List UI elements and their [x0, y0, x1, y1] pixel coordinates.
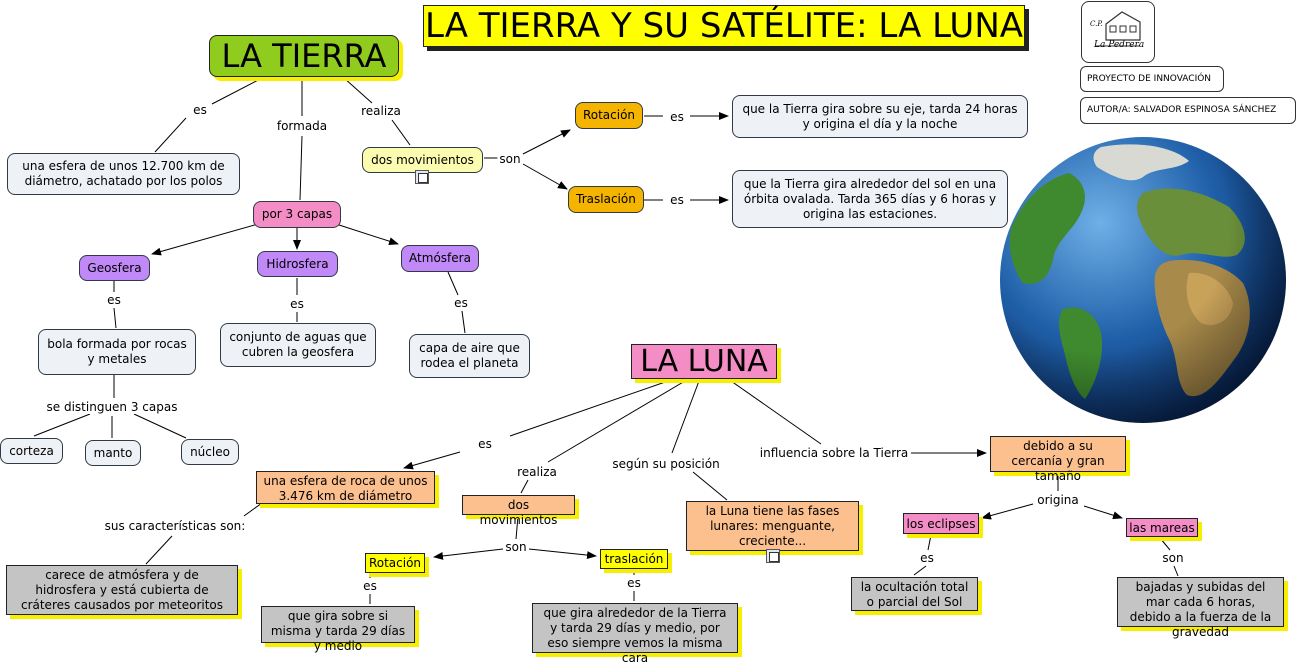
luna-title: LA LUNA [631, 344, 777, 379]
hidrosfera-es-label: es [288, 297, 306, 311]
mareas-son-label: son [1160, 551, 1186, 565]
luna-caracteristicas-box: carece de atmósfera y de hidrosfera y es… [6, 565, 238, 615]
luna-es-label: es [476, 437, 494, 451]
school-logo: C.P. La Pedrera [1081, 1, 1155, 63]
school-building-icon [1096, 11, 1141, 47]
luna-cercania-box: debido a su cercanía y gran tamaño [990, 436, 1126, 483]
geosfera-definition: bola formada por rocas y metales [38, 329, 196, 375]
geosfera-box: Geosfera [79, 255, 150, 281]
luna-son-label: son [503, 540, 529, 554]
tierra-capas-box: por 3 capas [253, 201, 341, 228]
atmosfera-definition: capa de aire que rodea el planeta [409, 334, 530, 378]
eclipses-box: los eclipses [903, 513, 979, 534]
tierra-rotacion-definition: que la Tierra gira sobre su eje, tarda 2… [732, 95, 1028, 138]
tierra-definition-box: una esfera de unos 12.700 km de diámetro… [7, 153, 240, 195]
luna-rotacion-definition: que gira sobre si misma y tarda 29 días … [261, 606, 415, 653]
luna-caracteristicas-label: sus características son: [102, 519, 248, 533]
eclipses-definition: la ocultación total o parcial del Sol [851, 577, 978, 611]
document-icon[interactable] [415, 170, 429, 184]
luna-origina-label: origina [1035, 493, 1081, 507]
tierra-title: LA TIERRA [209, 35, 399, 77]
se-distinguen-label: se distinguen 3 capas [44, 400, 180, 414]
geosfera-es-label: es [105, 293, 123, 307]
hidrosfera-definition: conjunto de aguas que cubren la geosfera [220, 323, 376, 367]
tierra-formada-label: formada [274, 119, 330, 133]
tierra-rotacion-es-label: es [668, 110, 686, 124]
corteza-box: corteza [0, 438, 63, 464]
luna-posicion-label: según su posición [610, 457, 722, 471]
mareas-definition: bajadas y subidas del mar cada 6 horas, … [1117, 577, 1284, 639]
hidrosfera-box: Hidrosfera [257, 251, 338, 277]
tierra-traslacion-es-label: es [668, 193, 686, 207]
logo-top-text: C.P. [1090, 20, 1103, 28]
author-label: AUTOR/A: SALVADOR ESPINOSA SÁNCHEZ [1080, 97, 1296, 124]
main-title: LA TIERRA Y SU SATÉLITE: LA LUNA [423, 5, 1025, 47]
luna-realiza-label: realiza [515, 465, 559, 479]
tierra-movimientos-box: dos movimientos [362, 147, 483, 173]
tierra-es-label: es [191, 103, 209, 117]
earth-globe-image [1000, 137, 1286, 423]
atmosfera-box: Atmósfera [401, 245, 479, 272]
logo-name-text: La Pedrera [1094, 40, 1145, 50]
luna-rotacion-box: Rotación [365, 553, 425, 573]
luna-rotacion-es-label: es [361, 579, 379, 593]
atmosfera-es-label: es [452, 296, 470, 310]
project-label: PROYECTO DE INNOVACIÓN [1080, 66, 1224, 92]
luna-definition-box: una esfera de roca de unos 3.476 km de d… [256, 471, 435, 504]
tierra-son-label: son [497, 152, 523, 166]
document-icon[interactable] [766, 549, 780, 563]
luna-traslacion-es-label: es [625, 576, 643, 590]
tierra-traslacion-box: Traslación [568, 186, 644, 213]
mareas-box: las mareas [1126, 518, 1198, 537]
luna-influencia-label: influencia sobre la Tierra [757, 446, 911, 460]
tierra-traslacion-definition: que la Tierra gira alrededor del sol en … [732, 170, 1008, 228]
eclipses-es-label: es [918, 551, 936, 565]
manto-box: manto [85, 440, 141, 466]
luna-movimientos-box: dos movimientos [462, 495, 575, 527]
luna-traslacion-box: traslación [600, 549, 668, 569]
luna-traslacion-definition: que gira alrededor de la Tierra y tarda … [532, 603, 738, 665]
luna-fases-box: la Luna tiene las fases lunares: menguan… [686, 501, 859, 551]
tierra-realiza-label: realiza [359, 104, 403, 118]
tierra-rotacion-box: Rotación [575, 102, 643, 129]
nucleo-box: núcleo [181, 439, 239, 465]
